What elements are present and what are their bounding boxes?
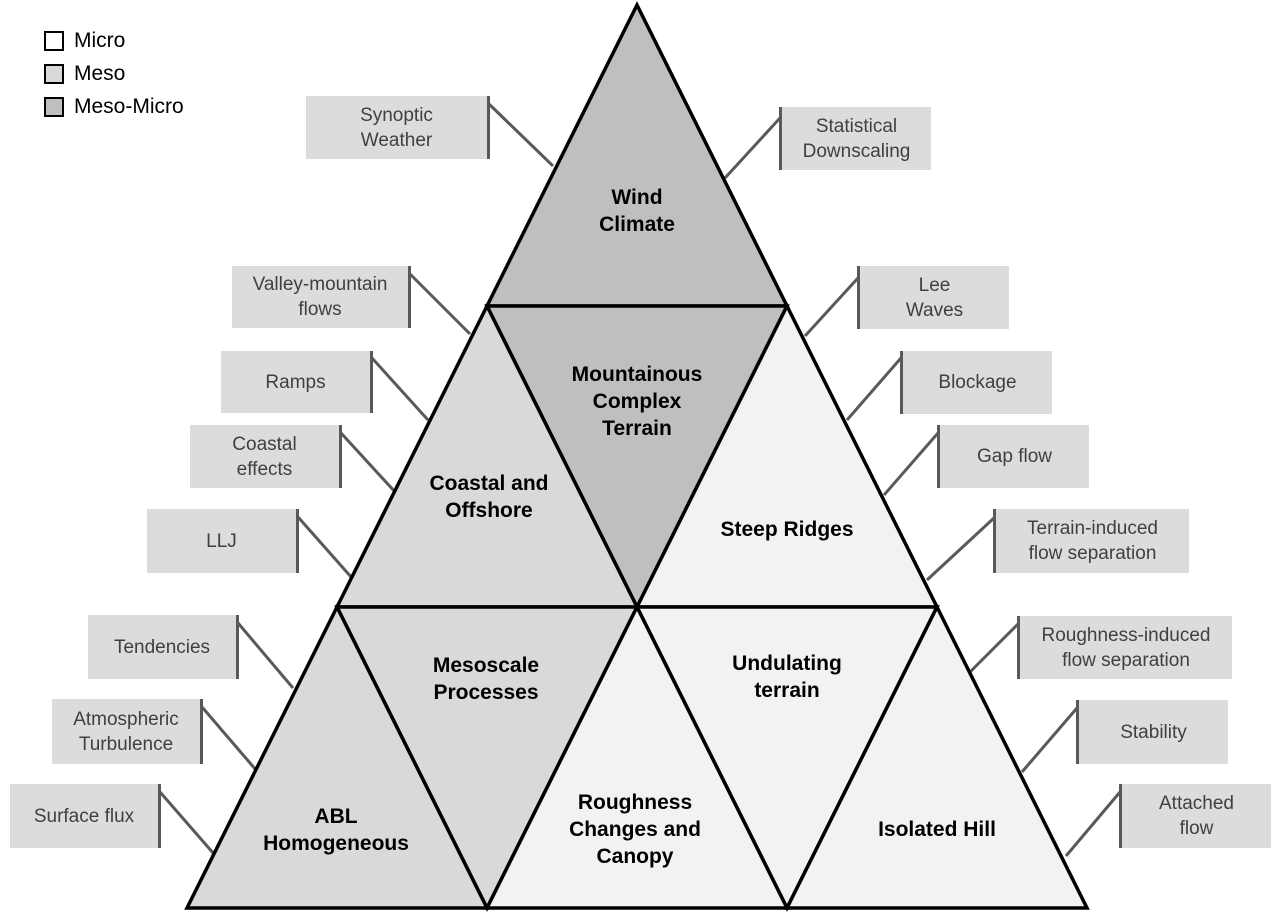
callout-surface-flux: Surface flux	[10, 784, 161, 848]
connector-tendencies	[236, 622, 295, 689]
cell-abl	[184, 603, 490, 910]
legend-label: Meso-Micro	[74, 95, 184, 118]
connector-synoptic	[487, 102, 555, 168]
connector-terrain-sep	[925, 516, 996, 582]
callout-tendencies: Tendencies	[88, 615, 239, 679]
legend-label: Meso	[74, 62, 126, 85]
connector-lee	[803, 276, 860, 338]
connector-blockage	[845, 357, 903, 421]
connector-stability	[1020, 707, 1079, 773]
connector-surface-flux	[158, 791, 216, 855]
label-undulating-terrain: Undulating terrain	[732, 652, 842, 702]
label-wind-climate: Wind Climate	[599, 186, 675, 236]
label-isolated-hill: Isolated Hill	[878, 818, 996, 841]
label-mesoscale-processes: Mesoscale Processes	[432, 654, 540, 704]
callout-synoptic-weather: Synoptic Weather	[306, 96, 490, 159]
label-roughness-changes-canopy: Roughness Changes and Canopy	[569, 791, 701, 868]
legend-swatch-meso-micro	[44, 97, 64, 117]
cell-isolated-hill	[784, 603, 1090, 910]
label-steep-ridges: Steep Ridges	[720, 518, 854, 541]
connector-coastal	[339, 431, 398, 495]
connector-llj	[296, 516, 354, 579]
callout-blockage: Blockage	[900, 351, 1052, 414]
callout-coastal-effects: Coastal effects	[190, 425, 342, 488]
label-mountainous-complex-terrain: Mountainous Complex Terrain	[571, 363, 703, 440]
callout-valley-mountain-flows: Valley-mountain flows	[232, 266, 411, 328]
connector-attached	[1064, 791, 1122, 857]
connector-turbulence	[200, 706, 258, 771]
connector-ramps	[370, 356, 430, 422]
callout-llj: LLJ	[147, 509, 299, 573]
connector-roughness-sep	[968, 622, 1020, 674]
callout-stability: Stability	[1076, 700, 1228, 764]
label-abl-homogeneous: ABL Homogeneous	[263, 805, 409, 855]
callout-roughness-induced-separation: Roughness-induced flow separation	[1017, 616, 1232, 679]
connector-statistical	[723, 116, 782, 180]
connector-gap	[882, 432, 940, 496]
callout-terrain-induced-separation: Terrain-induced flow separation	[993, 509, 1189, 573]
connector-valley	[408, 272, 472, 336]
legend-swatch-meso	[44, 64, 64, 84]
legend-label: Micro	[74, 29, 126, 52]
cell-roughness	[484, 603, 790, 910]
callout-atmospheric-turbulence: Atmospheric Turbulence	[52, 699, 203, 764]
callout-ramps: Ramps	[221, 351, 373, 413]
callout-statistical-downscaling: Statistical Downscaling	[779, 107, 931, 170]
callout-attached-flow: Attached flow	[1119, 784, 1271, 848]
callout-gap-flow: Gap flow	[937, 425, 1089, 488]
cell-wind-climate	[484, 1, 790, 308]
legend-swatch-micro	[44, 31, 64, 51]
callout-lee-waves: Lee Waves	[857, 266, 1009, 329]
label-coastal-offshore: Coastal and Offshore	[429, 472, 549, 522]
